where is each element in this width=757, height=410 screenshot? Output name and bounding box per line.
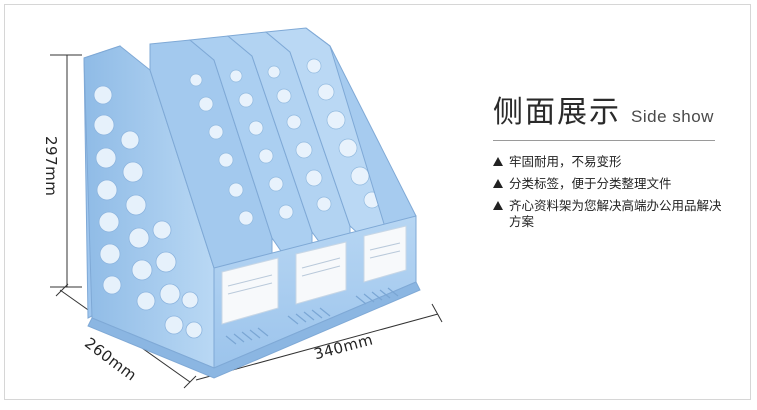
feature-text: 分类标签，便于分类整理文件 (509, 176, 672, 191)
info-panel: 侧面展示 Side show 牢固耐用，不易变形 分类标签，便于分类整理文件 齐… (493, 98, 743, 236)
feature-item: 牢固耐用，不易变形 (493, 154, 743, 170)
height-dimension-label: 297mm (42, 136, 60, 197)
triangle-bullet-icon (493, 179, 503, 188)
section-title: 侧面展示 Side show (493, 98, 743, 128)
file-rack-image (50, 27, 443, 389)
feature-item: 齐心资料架为您解决高端办公用品解决方案 (493, 198, 743, 230)
product-illustration: 297mm 260mm 340mm (42, 27, 443, 389)
title-divider (493, 140, 715, 141)
feature-item: 分类标签，便于分类整理文件 (493, 176, 743, 192)
feature-list: 牢固耐用，不易变形 分类标签，便于分类整理文件 齐心资料架为您解决高端办公用品解… (493, 154, 743, 230)
page-border (4, 4, 751, 400)
feature-text: 牢固耐用，不易变形 (509, 154, 622, 169)
title-chinese: 侧面展示 (493, 95, 621, 130)
feature-text: 齐心资料架为您解决高端办公用品解决方案 (509, 198, 722, 229)
triangle-bullet-icon (493, 201, 503, 210)
title-english: Side show (631, 107, 714, 126)
triangle-bullet-icon (493, 157, 503, 166)
